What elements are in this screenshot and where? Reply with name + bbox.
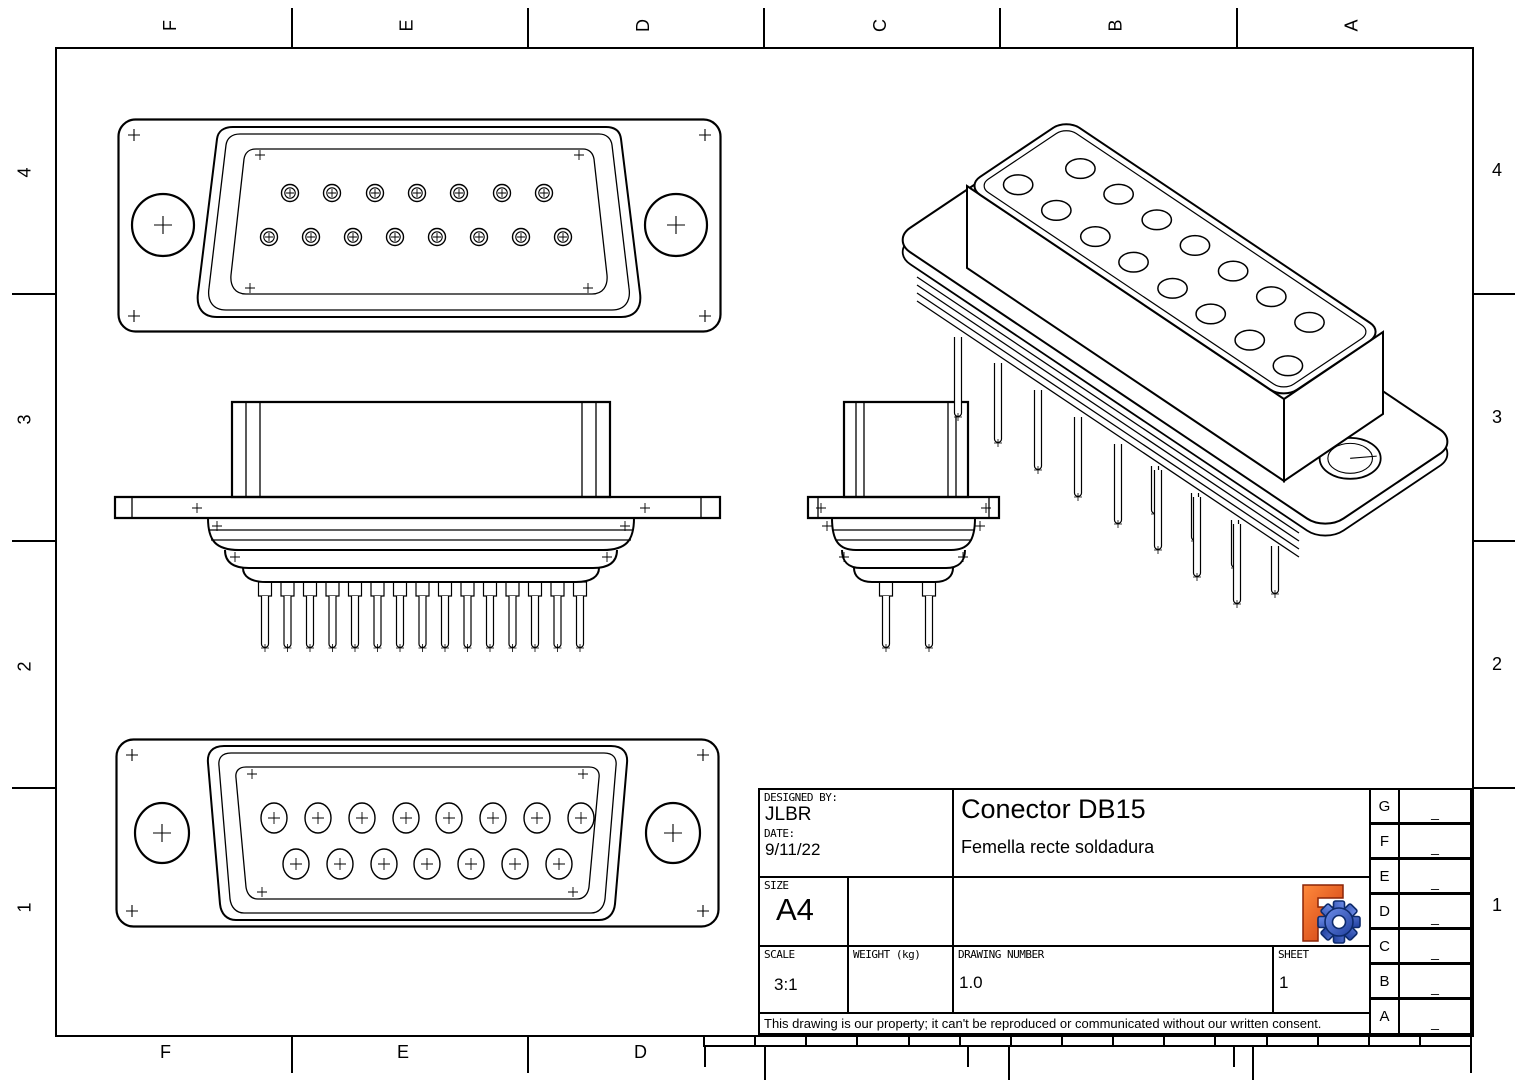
rear-view-drawing <box>117 118 722 333</box>
solder-pins-side <box>880 582 936 652</box>
date-label: DATE: <box>764 827 795 840</box>
zone-tick <box>527 8 529 47</box>
side-elevation-drawing <box>806 400 1001 660</box>
revision-value: _ <box>1398 963 1472 999</box>
sheet-cell: SHEET 1 <box>1272 945 1371 1014</box>
zone-label-bottom: D <box>634 1042 647 1062</box>
ruler-tick <box>967 1047 969 1067</box>
socket-holes-bottom-row <box>261 229 572 246</box>
scale-label: SCALE <box>764 948 795 961</box>
sheet-value: 1 <box>1279 973 1289 992</box>
revision-value: _ <box>1398 858 1472 894</box>
zone-label-top: E <box>396 19 417 32</box>
freecad-logo <box>1299 882 1361 944</box>
designed-by-value: JLBR <box>765 804 812 825</box>
ruler-tick <box>704 1047 706 1067</box>
zone-label-left: 1 <box>14 902 35 913</box>
ruler-tick <box>1252 1047 1254 1080</box>
size-cell: SIZE A4 <box>758 876 849 947</box>
zone-tick <box>291 8 293 47</box>
zone-label-right: 4 <box>1492 160 1503 180</box>
zone-tick <box>1472 293 1515 295</box>
sheet-label: SHEET <box>1278 948 1309 961</box>
zone-label-right: 1 <box>1492 895 1503 915</box>
revision-value: _ <box>1398 928 1472 964</box>
solder-pins <box>259 582 587 652</box>
designer-cell: DESIGNED BY: JLBR DATE: 9/11/22 <box>758 788 954 878</box>
drawing-subtitle: Femella recte soldadura <box>961 837 1155 857</box>
zone-tick <box>1236 8 1238 47</box>
date-value: 9/11/22 <box>765 840 821 859</box>
ruler-tick <box>1233 1047 1235 1067</box>
revision-value: _ <box>1398 823 1472 859</box>
zone-label-left: 4 <box>14 167 35 178</box>
disclaimer: This drawing is our property; it can't b… <box>758 1012 1371 1035</box>
zone-label-bottom: F <box>160 1042 171 1062</box>
drawing-number-cell: DRAWING NUMBER 1.0 <box>952 945 1274 1014</box>
zone-tick <box>1472 540 1515 542</box>
zone-label-bottom: E <box>397 1042 410 1062</box>
ruler-tick <box>1008 1047 1010 1080</box>
zone-label-top: A <box>1341 19 1362 32</box>
revision-letter: F <box>1369 823 1400 859</box>
revision-value: _ <box>1398 893 1472 929</box>
pins-iso-front <box>954 337 1241 608</box>
drawing-number-value: 1.0 <box>959 973 983 992</box>
revision-value: _ <box>1398 788 1472 824</box>
zone-label-top: B <box>1105 19 1126 32</box>
revision-letter: E <box>1369 858 1400 894</box>
ruler-tick <box>1470 1047 1472 1073</box>
drawing-number-label: DRAWING NUMBER <box>958 948 1044 961</box>
empty-cell <box>847 876 954 947</box>
weight-cell: WEIGHT (kg) <box>847 945 954 1014</box>
pin-sockets-top-row <box>261 803 594 833</box>
size-value: A4 <box>776 892 814 927</box>
drawing-title: Conector DB15 <box>961 794 1146 824</box>
zone-label-top: D <box>633 19 653 32</box>
zone-tick <box>12 787 55 789</box>
zone-label-top: C <box>870 19 890 32</box>
zone-tick <box>12 540 55 542</box>
zone-tick <box>291 1035 293 1073</box>
logo-cell <box>952 876 1371 947</box>
zone-label-right: 2 <box>1492 654 1503 674</box>
socket-holes-iso <box>997 142 1351 380</box>
ruler-tick <box>764 1047 766 1080</box>
revision-letter: C <box>1369 928 1400 964</box>
zone-tick <box>12 293 55 295</box>
pin-sockets-bottom-row <box>283 849 572 879</box>
socket-holes-top-row <box>282 185 553 202</box>
revision-letter: B <box>1369 963 1400 999</box>
zone-label-left: 2 <box>14 661 35 672</box>
zone-label-top: F <box>160 20 180 31</box>
revision-letter: A <box>1369 998 1400 1035</box>
zone-tick <box>999 8 1001 47</box>
zone-tick <box>1472 787 1515 789</box>
title-cell: Conector DB15 Femella recte soldadura <box>952 788 1371 878</box>
zone-label-left: 3 <box>14 414 35 425</box>
front-view-drawing <box>115 738 720 928</box>
weight-label: WEIGHT (kg) <box>853 948 921 961</box>
revision-letter: D <box>1369 893 1400 929</box>
designed-by-label: DESIGNED BY: <box>764 791 838 804</box>
zone-tick <box>763 8 765 47</box>
revision-letter: G <box>1369 788 1400 824</box>
front-elevation-drawing <box>113 400 723 660</box>
zone-tick <box>527 1035 529 1073</box>
scale-value: 3:1 <box>774 975 798 994</box>
revision-value: _ <box>1398 998 1472 1035</box>
ruler-strip <box>703 1035 1473 1047</box>
zone-label-right: 3 <box>1492 407 1503 427</box>
scale-cell: SCALE 3:1 <box>758 945 849 1014</box>
size-label: SIZE <box>764 879 789 892</box>
isometric-view-drawing <box>882 115 1467 620</box>
